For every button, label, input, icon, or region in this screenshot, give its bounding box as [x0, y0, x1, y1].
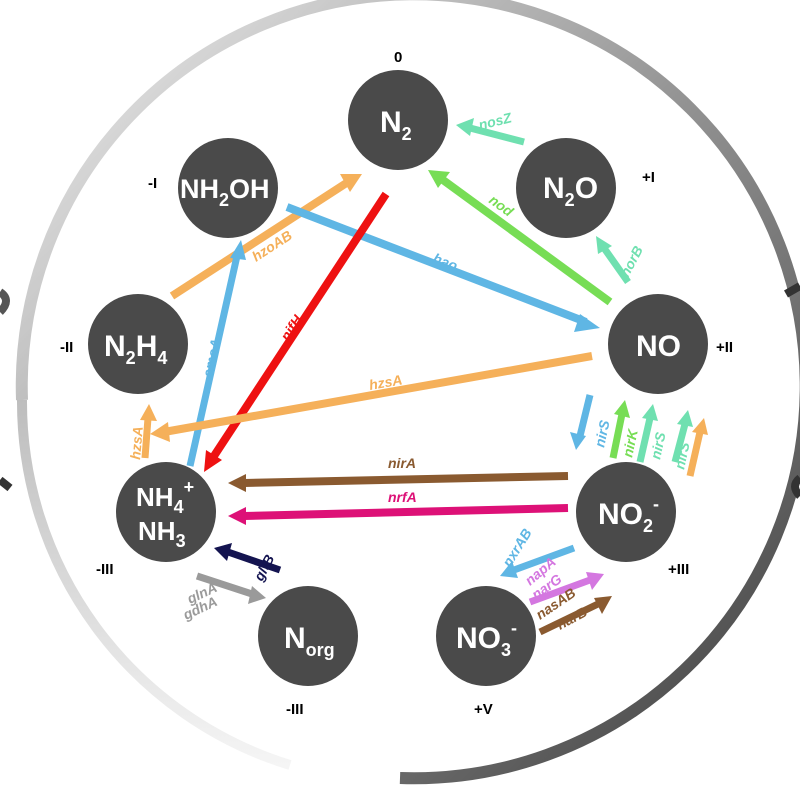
ox-state-nh2oh: -I — [148, 175, 157, 192]
gene-label-norb: norB — [617, 243, 646, 279]
svg-text:NO2-: NO2- — [598, 494, 659, 536]
ox-state-n2o: +I — [642, 169, 655, 186]
gene-label-nirs-1: nirS — [591, 418, 612, 449]
svg-text:N2: N2 — [380, 106, 412, 144]
node-n2o: N2O — [516, 138, 616, 238]
arrow-glna — [195, 572, 266, 604]
node-nh4-nh3: NH4+ NH3 — [116, 462, 216, 562]
arrow-hzsa-long — [150, 352, 593, 442]
edge-glyph-right-icon — [784, 282, 800, 298]
svg-text:NO3-: NO3- — [456, 618, 517, 660]
arrow-napa — [528, 572, 604, 606]
node-n2h4: N2H4 — [88, 294, 188, 394]
gene-label-hzsa-short: hzsA — [127, 426, 146, 461]
ox-state-n2: 0 — [394, 49, 402, 66]
node-no: NO — [608, 294, 708, 394]
node-no3: NO3- — [436, 586, 536, 686]
arrow-hzsa-short — [140, 404, 157, 459]
gene-label-nirk: nirK — [619, 427, 641, 459]
svg-text:NO: NO — [636, 330, 681, 363]
node-no2: NO2- — [576, 462, 676, 562]
node-norg: Norg — [258, 586, 358, 686]
ox-state-no2: +III — [668, 561, 689, 578]
arrow-nod — [428, 170, 613, 306]
gene-label-nrfa: nrfA — [388, 489, 417, 505]
outer-ring-arc-left — [16, 399, 292, 770]
node-nh2oh: NH2OH — [178, 138, 278, 238]
svg-text:NH2OH: NH2OH — [180, 174, 270, 210]
arrow-nirs-2 — [636, 404, 658, 463]
gene-label-nirs-2: nirS — [647, 430, 668, 461]
svg-text:N2O: N2O — [543, 172, 598, 210]
ox-state-norg: -III — [286, 701, 304, 718]
arrow-hao — [285, 203, 600, 332]
arrow-nira — [228, 472, 569, 492]
arrow-gltb — [214, 543, 282, 574]
gene-label-hzsa-long: hzsA — [368, 371, 404, 393]
arrow-nirs-3 — [671, 410, 693, 463]
arrow-hzoab — [169, 174, 362, 300]
node-n2: N2 — [348, 70, 448, 170]
svg-text:NH3: NH3 — [138, 516, 186, 551]
svg-text:N2H4: N2H4 — [104, 330, 167, 368]
arrow-nasab — [538, 596, 612, 636]
ox-state-n2h4: -II — [60, 339, 73, 356]
gene-label-nosz: nosZ — [477, 109, 514, 133]
arrow-norb — [596, 236, 631, 285]
outer-ring-arc-main — [15, 0, 800, 785]
svg-text:Norg: Norg — [284, 622, 335, 660]
arrow-nxrab — [500, 544, 576, 578]
ox-state-no: +II — [716, 339, 733, 356]
arrow-nirk — [609, 400, 630, 459]
arrow-nosz — [456, 118, 525, 146]
arrow-nifh — [204, 191, 390, 472]
arrow-nrfa — [228, 504, 569, 525]
edge-glyph-left2-icon — [0, 476, 13, 492]
ox-state-nh4: -III — [96, 561, 114, 578]
edge-glyph-right2-icon — [791, 474, 800, 499]
gene-label-nira: nirA — [388, 455, 416, 471]
svg-text:NH4+: NH4+ — [136, 477, 194, 517]
gene-label-nirs-3: nirS — [671, 440, 692, 471]
gene-label-amoa: amoA — [199, 337, 223, 379]
arrow-nirs-4 — [686, 418, 708, 477]
edge-glyph-left-icon — [0, 288, 10, 315]
ox-state-no3: +V — [474, 701, 493, 718]
arrow-amoa — [186, 240, 246, 467]
arrow-nirs-1 — [570, 394, 594, 450]
